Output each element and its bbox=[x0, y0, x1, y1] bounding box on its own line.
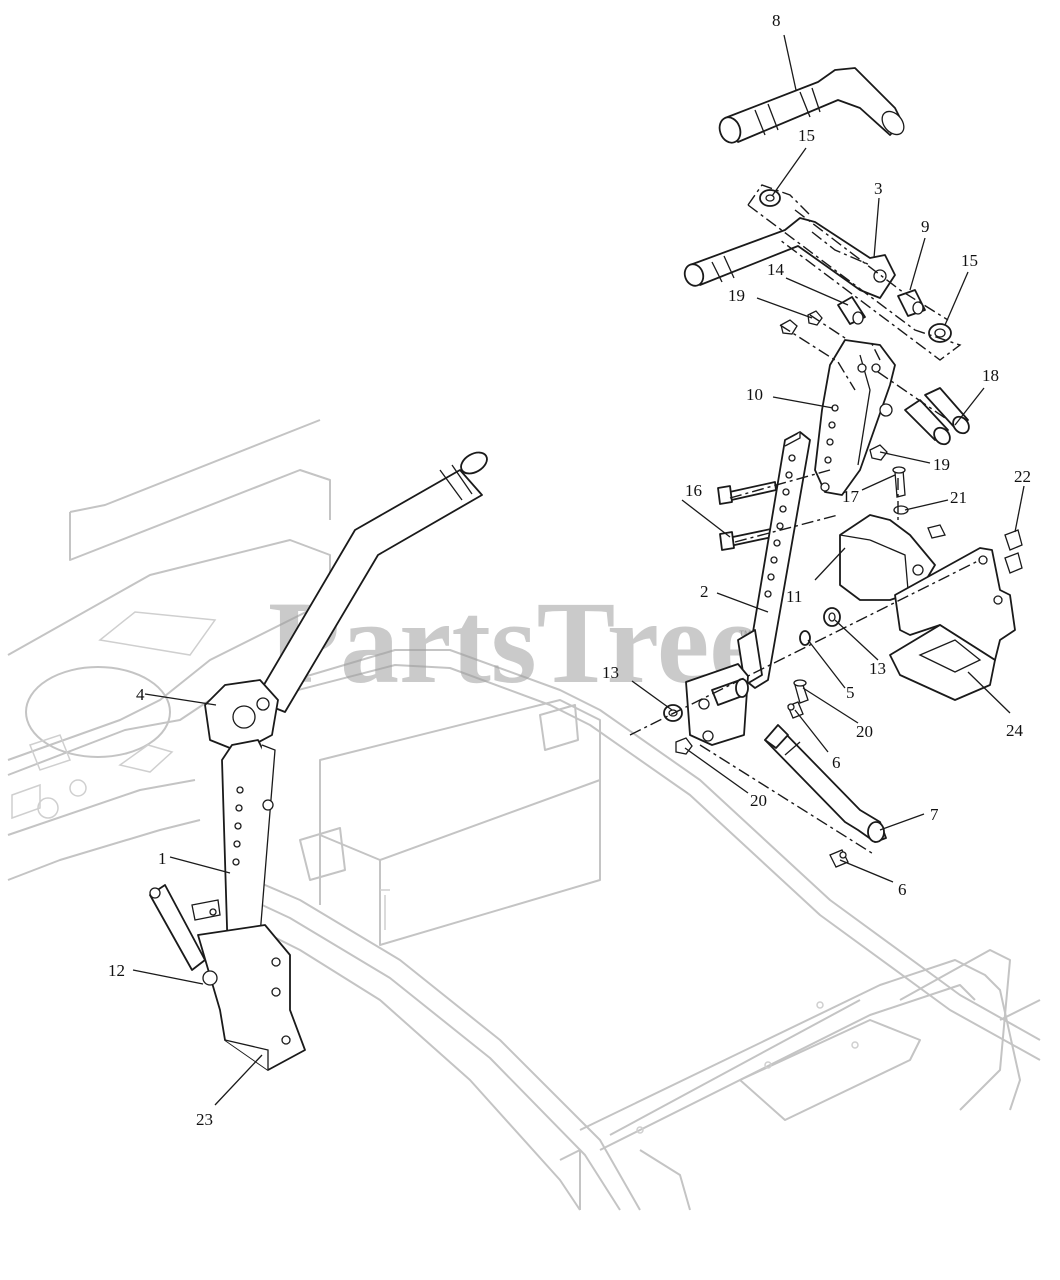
callout-22: 22 bbox=[1014, 467, 1031, 486]
callout-16: 16 bbox=[685, 481, 702, 500]
callout-9: 9 bbox=[921, 217, 930, 236]
callout-21: 21 bbox=[950, 488, 967, 507]
part-24-bracket bbox=[889, 547, 1016, 701]
callout-7: 7 bbox=[930, 805, 939, 824]
part-19-nut-mid bbox=[869, 444, 888, 461]
part-5-washer bbox=[799, 630, 811, 646]
left-lever-assembly bbox=[149, 451, 488, 1071]
part-3-lever bbox=[683, 217, 896, 299]
callout-13: 13 bbox=[869, 659, 886, 678]
callout-5: 5 bbox=[846, 683, 855, 702]
callout-23: 23 bbox=[196, 1110, 213, 1129]
callout-15: 15 bbox=[798, 126, 815, 145]
callout-13: 13 bbox=[602, 663, 619, 682]
part-18-pin bbox=[904, 387, 970, 446]
exploded-parts bbox=[663, 67, 1023, 868]
callout-19: 19 bbox=[728, 286, 745, 305]
part-8-handle-grip bbox=[718, 67, 905, 144]
callout-17: 17 bbox=[842, 487, 860, 506]
callout-11: 11 bbox=[786, 587, 802, 606]
mower-frame bbox=[7, 419, 1041, 1211]
callout-12: 12 bbox=[108, 961, 125, 980]
part-lever-base-plate bbox=[685, 663, 749, 746]
callout-8: 8 bbox=[772, 11, 781, 30]
callout-10: 10 bbox=[746, 385, 763, 404]
part-13-bushing-right bbox=[823, 607, 841, 627]
callout-18: 18 bbox=[982, 366, 999, 385]
part-15-bushing-top bbox=[759, 189, 781, 207]
callout-24: 24 bbox=[1006, 721, 1024, 740]
part-2-lever-tube bbox=[737, 431, 811, 689]
leader-lines bbox=[132, 34, 1025, 1106]
callout-6: 6 bbox=[832, 753, 841, 772]
callout-20: 20 bbox=[856, 722, 873, 741]
part-6-ball-joint-lower bbox=[829, 849, 849, 868]
callout-4: 4 bbox=[136, 685, 145, 704]
part-9-spacer bbox=[897, 289, 926, 317]
part-22-bolts bbox=[1004, 529, 1023, 574]
callout-1: 1 bbox=[158, 849, 167, 868]
part-20-bolt-right bbox=[793, 679, 809, 704]
part-15-bushing-right bbox=[928, 323, 952, 343]
part-10-pivot-bracket bbox=[814, 339, 896, 496]
callout-20: 20 bbox=[750, 791, 767, 810]
part-17-bolt bbox=[892, 466, 906, 498]
callout-15: 15 bbox=[961, 251, 978, 270]
callout-19: 19 bbox=[933, 455, 950, 474]
callout-labels: 8 15 3 9 15 14 19 18 10 19 22 16 17 21 2… bbox=[108, 11, 1031, 1129]
callout-3: 3 bbox=[874, 179, 883, 198]
callout-2: 2 bbox=[700, 582, 709, 601]
callout-6: 6 bbox=[898, 880, 907, 899]
part-7-damper bbox=[764, 724, 887, 843]
callout-14: 14 bbox=[767, 260, 785, 279]
